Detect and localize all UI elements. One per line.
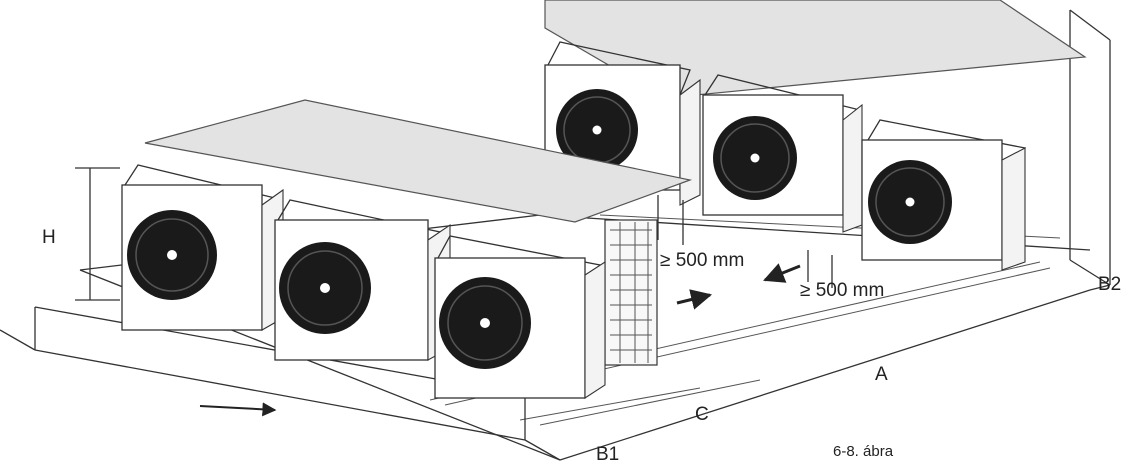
clearance-markers [657,195,833,288]
figure-caption: 6-8. ábra [833,443,894,460]
front-shelf [144,99,693,223]
back-unit [861,119,1026,271]
front-unit [121,164,284,331]
height-dimension [75,167,120,301]
front-unit [434,235,606,400]
rear-wall-label: B2 [1098,274,1121,295]
front-unit [274,199,451,361]
airflow-arrow-right [676,289,713,310]
unit-grille [604,219,658,366]
front-wall-arrow [199,402,277,417]
height-label: H [42,227,56,248]
airflow-arrow-left [763,263,801,283]
back-unit [702,74,863,233]
side-clearance-label: ≥ 500 mm [800,280,884,301]
side-gap-label: C [695,404,709,425]
front-clearance-label: ≥ 500 mm [660,250,744,271]
front-wall-label: B1 [596,444,619,465]
depth-label: A [875,364,888,385]
